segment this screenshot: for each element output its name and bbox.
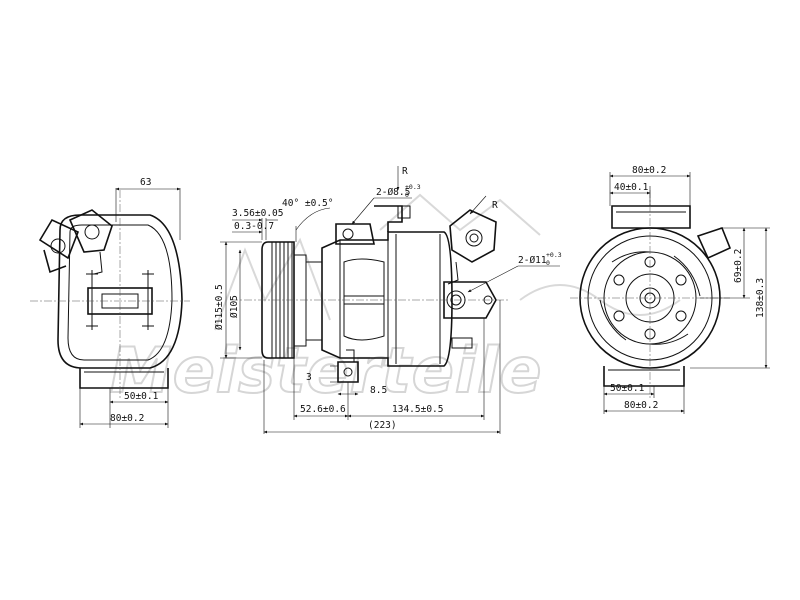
dim-pulley-outer: Ø115±0.5	[214, 284, 225, 330]
dim-left-bottom-outer: 80±0.2	[110, 413, 144, 424]
center-view: R R 2-Ø8.5 +0.3 0 2-Ø11 +0.3 0 40° ±0.5°…	[214, 166, 562, 434]
dim-groove-pitch: 3.56±0.05	[232, 208, 283, 219]
left-view: 63 50±0.1 80±0.2	[30, 177, 190, 428]
dim-body-length: 134.5±0.5	[392, 404, 443, 415]
dim-small-8-5: 8.5	[370, 385, 387, 396]
dim-right-side-outer: 138±0.3	[755, 278, 766, 318]
dim-right-top-outer: 80±0.2	[632, 165, 666, 176]
dim-left-bottom-inner: 50±0.1	[124, 391, 159, 402]
dim-hole-side-tol-upper: +0.3	[546, 251, 562, 259]
dim-pulley-inner: Ø105	[229, 295, 240, 318]
dim-right-top-inner: 40±0.1	[614, 182, 649, 193]
dim-right-bottom-outer: 80±0.2	[624, 400, 658, 411]
dim-hole-side-tol-lower: 0	[546, 259, 550, 267]
dim-hole-top: 2-Ø8.5	[376, 187, 410, 198]
dim-total-length: (223)	[368, 420, 397, 431]
dim-hole-top-tol-upper: +0.3	[405, 183, 421, 191]
dim-right-side-inner: 69±0.2	[733, 249, 744, 283]
watermark-text: Meisterteile	[110, 334, 542, 407]
label-r-right: R	[492, 200, 498, 211]
dim-offset: 52.6±0.6	[300, 404, 346, 415]
dim-angle: 40° ±0.5°	[282, 198, 333, 209]
watermark-logo	[214, 193, 681, 331]
dim-small-3: 3	[306, 372, 312, 383]
dim-hole-side: 2-Ø11	[518, 255, 547, 266]
dim-groove-gap: 0.3-0.7	[234, 221, 274, 232]
dim-right-bottom-inner: 50±0.1	[610, 383, 645, 394]
label-r-top: R	[402, 166, 408, 177]
dim-left-top-width: 63	[140, 177, 151, 188]
dim-hole-top-tol-lower: 0	[405, 191, 409, 199]
right-view: 80±0.2 40±0.1 69±0.2 138±0.3 50±0.1 80±0…	[570, 165, 770, 414]
watermark: Meisterteile	[109, 193, 681, 408]
